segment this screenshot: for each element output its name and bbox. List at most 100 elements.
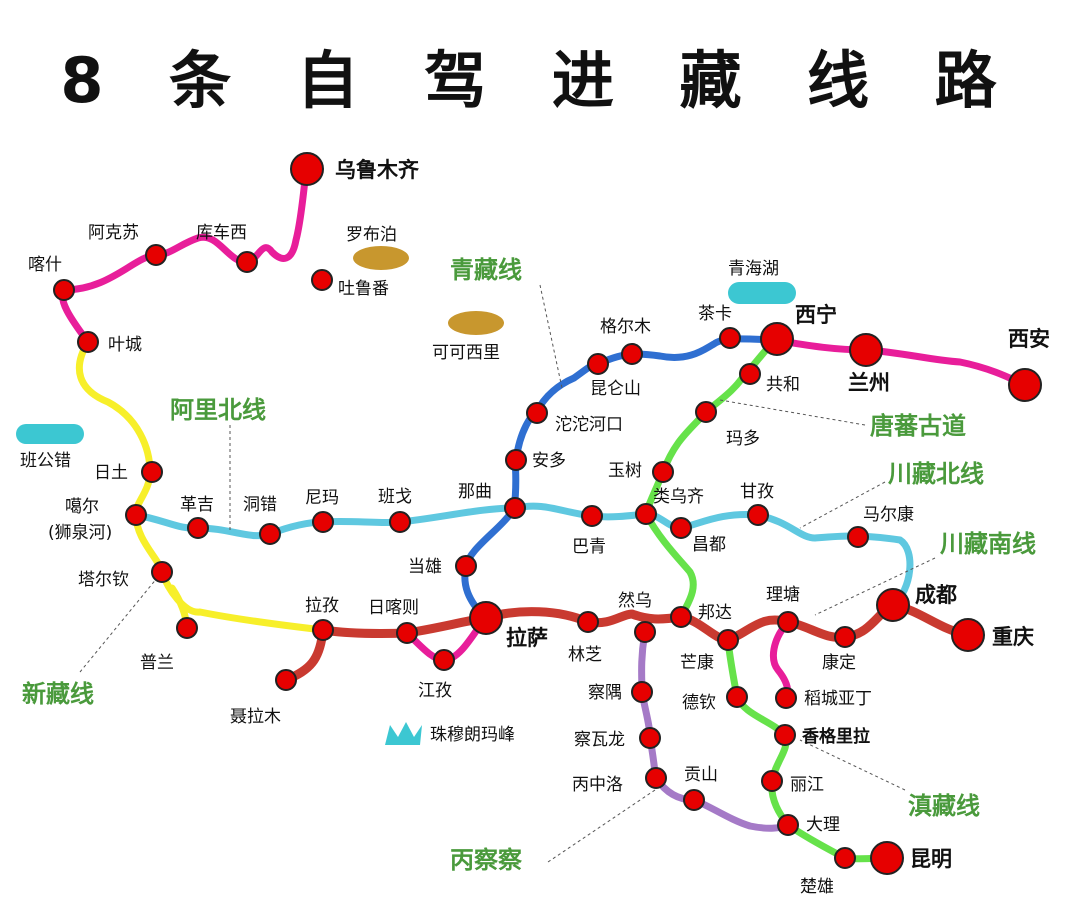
label-geermu: 格尔木	[600, 317, 651, 337]
label-everest: 珠穆朗玛峰	[430, 725, 515, 745]
label-luobupo: 罗布泊	[346, 225, 397, 245]
stop-kangding[interactable]	[834, 626, 856, 648]
label-naqu: 那曲	[458, 482, 492, 502]
stop-lijiang[interactable]	[761, 770, 783, 792]
stop-akesu[interactable]	[145, 244, 167, 266]
stop-kucheXi[interactable]	[236, 251, 258, 273]
stop-linzhi[interactable]	[577, 611, 599, 633]
label-kangding: 康定	[822, 653, 856, 673]
stop-nima[interactable]	[312, 511, 334, 533]
route-label-chuanzang-south: 川藏南线	[940, 530, 1036, 558]
stop-gonghe[interactable]	[739, 363, 761, 385]
label-yushu: 玉树	[608, 461, 642, 481]
stop-bange[interactable]	[389, 511, 411, 533]
stop-anduo[interactable]	[505, 449, 527, 471]
label-chaka: 茶卡	[698, 304, 732, 324]
stop-litang[interactable]	[777, 611, 799, 633]
stop-chawalong[interactable]	[639, 727, 661, 749]
stop-yecheng[interactable]	[77, 331, 99, 353]
label-akesu: 阿克苏	[88, 223, 139, 243]
stop-daocheng[interactable]	[775, 687, 797, 709]
stop-pulan[interactable]	[176, 617, 198, 639]
label-kunlunshan: 昆仑山	[590, 379, 641, 399]
label-litang: 理塘	[766, 585, 800, 605]
route-labels: 青藏线 阿里北线 唐蕃古道 川藏北线 川藏南线 新藏线 滇藏线 丙察察	[22, 256, 1036, 874]
stop-xining[interactable]	[760, 322, 794, 356]
stop-dangxiong[interactable]	[455, 555, 477, 577]
stop-deqin[interactable]	[726, 686, 748, 708]
route-daocheng	[769, 618, 792, 702]
stop-urumqi[interactable]	[290, 152, 324, 186]
label-chengdu: 成都	[915, 583, 957, 607]
stop-bangda[interactable]	[670, 606, 692, 628]
stop-lasa[interactable]	[469, 601, 503, 635]
label-bange: 班戈	[378, 487, 412, 507]
lake-qinghaihu	[728, 282, 796, 304]
stop-chaka[interactable]	[719, 327, 741, 349]
stop-tuotuohe[interactable]	[526, 402, 548, 424]
label-turpan: 吐鲁番	[338, 279, 389, 299]
label-leiwuqi: 类乌齐	[653, 487, 704, 507]
stop-chongqing[interactable]	[951, 618, 985, 652]
label-dali: 大理	[806, 815, 840, 835]
stop-chayu[interactable]	[631, 681, 653, 703]
stop-xianggelila[interactable]	[774, 724, 796, 746]
stop-maerkang[interactable]	[847, 526, 869, 548]
label-anduo: 安多	[532, 451, 566, 471]
stop-dali[interactable]	[777, 814, 799, 836]
stop-bingzhongluo[interactable]	[645, 767, 667, 789]
stop-dongcuo[interactable]	[259, 523, 281, 545]
stop-tarqin[interactable]	[151, 561, 173, 583]
stop-ritu[interactable]	[141, 461, 163, 483]
stop-chengdu[interactable]	[876, 588, 910, 622]
label-maerkang: 马尔康	[863, 505, 914, 525]
stop-yushu[interactable]	[652, 461, 674, 483]
label-lazi: 拉孜	[305, 596, 339, 616]
label-jiangzi: 江孜	[418, 681, 452, 701]
label-mangkang: 芒康	[680, 653, 714, 673]
stop-turpan[interactable]	[311, 269, 333, 291]
label-lanzhou: 兰州	[848, 371, 890, 395]
label-bangda: 邦达	[698, 603, 732, 623]
label-nielamu: 聂拉木	[230, 707, 281, 727]
label-lasa: 拉萨	[506, 626, 548, 650]
stop-jiangzi[interactable]	[433, 649, 455, 671]
stop-lazi[interactable]	[312, 619, 334, 641]
stop-gaer[interactable]	[125, 504, 147, 526]
route-label-chuanzang-north: 川藏北线	[888, 460, 984, 488]
stop-lanzhou[interactable]	[849, 333, 883, 367]
stop-kunlunshan[interactable]	[587, 353, 609, 375]
label-kunming: 昆明	[910, 847, 952, 871]
stop-rikaze[interactable]	[396, 622, 418, 644]
label-nima: 尼玛	[305, 488, 339, 508]
stop-xian[interactable]	[1008, 368, 1042, 402]
label-xianggelila: 香格里拉	[802, 726, 870, 747]
label-ganzi: 甘孜	[740, 482, 774, 502]
stop-leiwuqi[interactable]	[635, 503, 657, 525]
label-maduo: 玛多	[726, 429, 760, 449]
stop-baqing[interactable]	[581, 505, 603, 527]
stop-chuxiong[interactable]	[834, 847, 856, 869]
label-tuotuohe: 沱沱河口	[555, 415, 623, 435]
stop-maduo[interactable]	[695, 401, 717, 423]
label-qinghaihu: 青海湖	[728, 259, 779, 279]
label-pulan: 普兰	[140, 653, 174, 673]
stop-nielamu[interactable]	[275, 669, 297, 691]
stop-geermu[interactable]	[621, 343, 643, 365]
stop-naqu[interactable]	[504, 497, 526, 519]
stop-kashi[interactable]	[53, 279, 75, 301]
stop-mangkang[interactable]	[717, 629, 739, 651]
stop-changdu[interactable]	[670, 517, 692, 539]
stop-ranwu[interactable]	[634, 621, 656, 643]
stop-geji[interactable]	[187, 517, 209, 539]
label-changdu: 昌都	[692, 535, 726, 555]
stop-gongshan[interactable]	[683, 789, 705, 811]
stop-ganzi[interactable]	[747, 504, 769, 526]
label-gongshan: 贡山	[684, 765, 718, 785]
label-urumqi: 乌鲁木齐	[335, 158, 420, 182]
stop-kunming[interactable]	[870, 841, 904, 875]
route-qingzang	[461, 335, 779, 622]
label-daocheng: 稻城亚丁	[804, 689, 872, 709]
route-chuanzang-south	[281, 600, 973, 685]
label-kekexili: 可可西里	[432, 343, 500, 363]
